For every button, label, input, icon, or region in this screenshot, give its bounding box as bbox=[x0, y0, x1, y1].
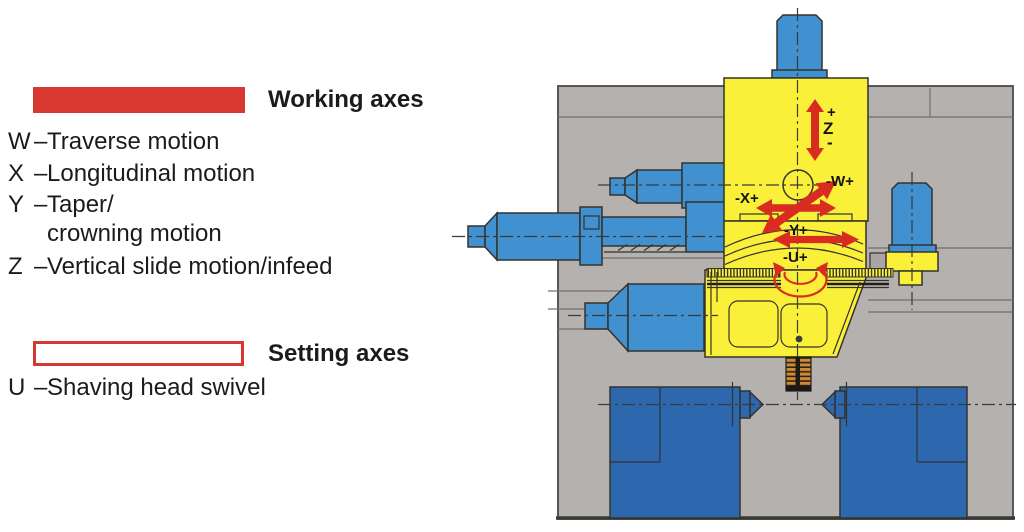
axis-label-y: Taper/ bbox=[47, 191, 114, 218]
right-actuator bbox=[888, 182, 937, 254]
axis-row-w: W–Traverse motion bbox=[8, 128, 220, 156]
axis-letter-z: Z bbox=[8, 253, 23, 280]
u-swivel-arrow bbox=[773, 262, 828, 298]
setting-axes-title: Setting axes bbox=[268, 340, 410, 367]
shaving-cutter bbox=[785, 356, 812, 392]
pivot-circle bbox=[782, 169, 814, 201]
axis-label-y-line2: crowning motion bbox=[47, 220, 222, 247]
axis-dash: – bbox=[34, 160, 48, 187]
right-tailstock bbox=[820, 382, 968, 519]
z-axis-label: Z bbox=[823, 119, 833, 138]
axis-label-x: Longitudinal motion bbox=[47, 160, 256, 187]
axis-letter-x: X bbox=[8, 160, 25, 187]
axis-row-y-line2: crowning motion bbox=[47, 220, 222, 248]
z-drive-motor bbox=[771, 14, 828, 79]
right-center-cone bbox=[820, 390, 836, 419]
working-axes-swatch bbox=[33, 87, 245, 113]
left-tailstock bbox=[609, 382, 765, 519]
axis-label-u: Shaving head swivel bbox=[47, 374, 266, 401]
axis-label-w: Traverse motion bbox=[47, 128, 220, 155]
x-drive-motor bbox=[467, 201, 727, 266]
z-minus-label: - bbox=[827, 133, 833, 152]
u-axis-label: -U+ bbox=[783, 249, 808, 266]
axis-label-z: Vertical slide motion/infeed bbox=[47, 253, 333, 280]
z-plus-label: + bbox=[827, 104, 836, 121]
working-axes-title: Working axes bbox=[268, 86, 424, 113]
axis-letter-y: Y bbox=[8, 191, 25, 218]
head-drive-motor bbox=[584, 282, 705, 353]
axis-letter-w: W bbox=[8, 128, 31, 155]
x-axis-arrow bbox=[756, 199, 836, 217]
axis-dash: – bbox=[34, 128, 48, 155]
w-axis-label: -W+ bbox=[826, 173, 854, 190]
axis-dash: – bbox=[34, 374, 48, 401]
axis-row-y: Y–Taper/ bbox=[8, 191, 114, 219]
pivot-bolt bbox=[795, 335, 803, 343]
z-axis-arrow bbox=[806, 99, 824, 161]
head-details bbox=[710, 272, 861, 355]
setting-axes-swatch bbox=[33, 341, 244, 366]
axis-row-u: U–Shaving head swivel bbox=[8, 374, 266, 402]
axis-dash: – bbox=[34, 191, 48, 218]
vertical-slide-column bbox=[723, 77, 869, 222]
axis-arrows bbox=[756, 99, 859, 298]
axis-row-z: Z–Vertical slide motion/infeed bbox=[8, 253, 333, 281]
y-axis-label: -Y+ bbox=[784, 222, 808, 239]
feed-screw-hatch bbox=[604, 244, 686, 253]
right-clamp-foot bbox=[898, 270, 923, 286]
axis-row-x: X–Longitudinal motion bbox=[8, 160, 255, 188]
axis-letter-u: U bbox=[8, 374, 26, 401]
x-axis-label: -X+ bbox=[735, 190, 759, 207]
axis-dash: – bbox=[34, 253, 48, 280]
y-axis-arrow bbox=[773, 231, 859, 248]
axis-label-texts: + Z - -W+ -X+ -Y+ -U+ bbox=[735, 104, 854, 266]
